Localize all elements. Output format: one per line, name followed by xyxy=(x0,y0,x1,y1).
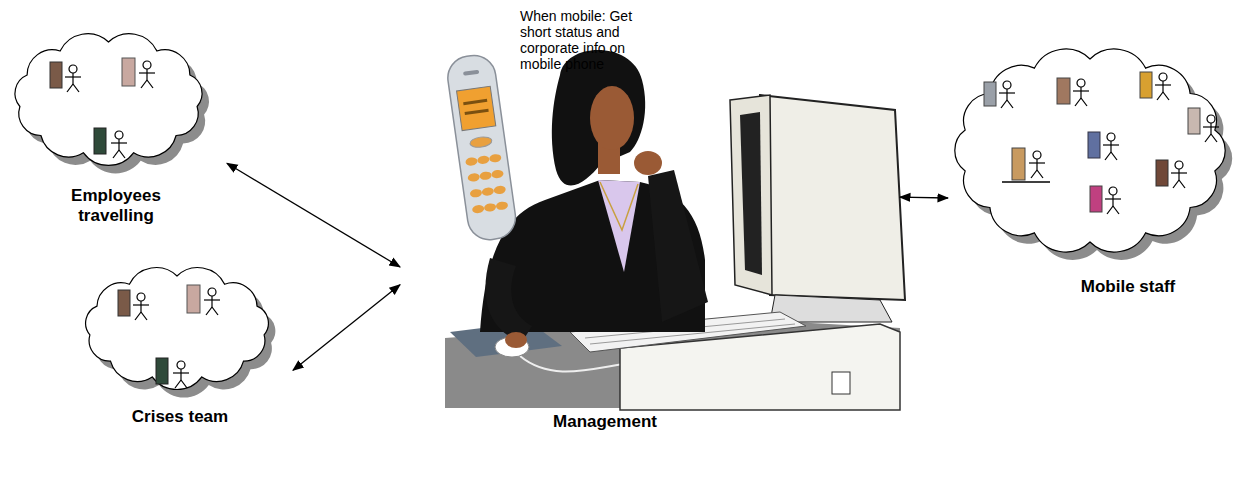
connector-arrow xyxy=(293,285,400,371)
hand xyxy=(505,332,527,348)
phone-key xyxy=(469,188,482,198)
cloud-shadow xyxy=(22,42,209,174)
phone-icon xyxy=(1090,186,1102,212)
stick-figure xyxy=(1171,161,1187,188)
phone-icon xyxy=(94,128,106,154)
phone-icon xyxy=(1188,108,1200,134)
cloud-outline xyxy=(15,34,202,166)
stick-figure xyxy=(1029,151,1045,178)
group-label: Employees travelling xyxy=(61,186,171,226)
callout-note: When mobile: Get short status and corpor… xyxy=(520,8,644,72)
phone-icon xyxy=(156,358,168,384)
actor-illustration: Management xyxy=(400,0,900,445)
monitor-bezel xyxy=(730,95,772,295)
cloud-outline xyxy=(955,49,1225,252)
phone-key xyxy=(472,204,485,214)
phone-key xyxy=(481,187,494,197)
mobile-phone xyxy=(445,53,518,243)
phone-speaker xyxy=(463,70,479,76)
stick-figure xyxy=(1103,133,1119,160)
mouse xyxy=(495,337,529,357)
stick-figure xyxy=(133,293,149,320)
monitor-screen xyxy=(740,112,762,275)
stick-figure xyxy=(1203,115,1219,142)
drive-slot xyxy=(832,372,850,394)
stand-line xyxy=(1002,181,1050,183)
phone-key xyxy=(484,203,497,213)
phone-icon xyxy=(1057,78,1070,104)
phone-icon xyxy=(1156,160,1168,186)
phone-icon xyxy=(1088,132,1100,158)
hair xyxy=(552,50,645,185)
keyboard-keys xyxy=(585,319,785,338)
collar xyxy=(600,182,638,230)
phone-key xyxy=(489,153,502,163)
phone-key xyxy=(465,157,478,167)
cloud-shadow xyxy=(93,276,276,398)
shirt xyxy=(598,180,640,272)
mouse-cable xyxy=(520,356,640,372)
phone-icon xyxy=(118,290,130,316)
monitor-base xyxy=(770,295,892,322)
cloud-shape xyxy=(948,45,1240,265)
phone-key xyxy=(493,185,506,195)
suit xyxy=(480,180,705,332)
cloud-outline xyxy=(86,268,269,390)
stick-figure xyxy=(1155,73,1171,100)
cloud-shape xyxy=(5,28,220,178)
connector-arrow xyxy=(227,163,400,267)
keyboard-keys xyxy=(590,324,795,344)
monitor-body xyxy=(760,95,905,300)
phone-icon xyxy=(50,62,62,88)
group-label: Management xyxy=(500,412,710,432)
stick-figure xyxy=(999,81,1015,108)
cloud-group: Mobile staff xyxy=(948,45,1246,300)
neck xyxy=(598,140,620,174)
cloud-group: Crises team xyxy=(75,262,293,434)
phone-icon xyxy=(1140,72,1152,98)
stick-figure xyxy=(111,131,127,158)
group-label: Crises team xyxy=(75,407,285,427)
phone-icon xyxy=(122,58,135,86)
phone-screen-line xyxy=(463,99,487,105)
stick-figure xyxy=(173,361,189,388)
stick-figure xyxy=(1105,187,1121,214)
face xyxy=(590,86,634,150)
phone-icon xyxy=(187,285,200,313)
computer-base xyxy=(620,324,900,410)
stick-figure xyxy=(1073,79,1089,106)
keyboard xyxy=(570,312,806,352)
desk xyxy=(445,318,900,408)
phone-key xyxy=(495,201,508,211)
phone-key xyxy=(479,171,492,181)
phone-body xyxy=(445,53,518,243)
phone-key xyxy=(477,155,490,165)
stick-figure xyxy=(65,65,81,92)
arm xyxy=(648,170,708,322)
cloud-shape xyxy=(75,262,287,402)
phone-screen xyxy=(457,86,496,130)
arm xyxy=(485,258,532,342)
group-label: Mobile staff xyxy=(1028,277,1228,297)
phone-key xyxy=(469,136,492,149)
stick-figure xyxy=(139,61,155,88)
cloud-group: Employees travelling xyxy=(5,28,227,233)
phone-icon xyxy=(984,82,996,106)
stick-figure xyxy=(204,288,220,315)
connector-arrow xyxy=(900,196,948,198)
phone-key xyxy=(491,169,504,179)
cloud-shadow xyxy=(962,57,1232,260)
phone-key xyxy=(467,173,480,183)
phone-icon xyxy=(1012,148,1025,180)
hand xyxy=(634,151,662,175)
mouse-pad xyxy=(450,322,562,357)
phone-screen-line xyxy=(465,109,489,115)
